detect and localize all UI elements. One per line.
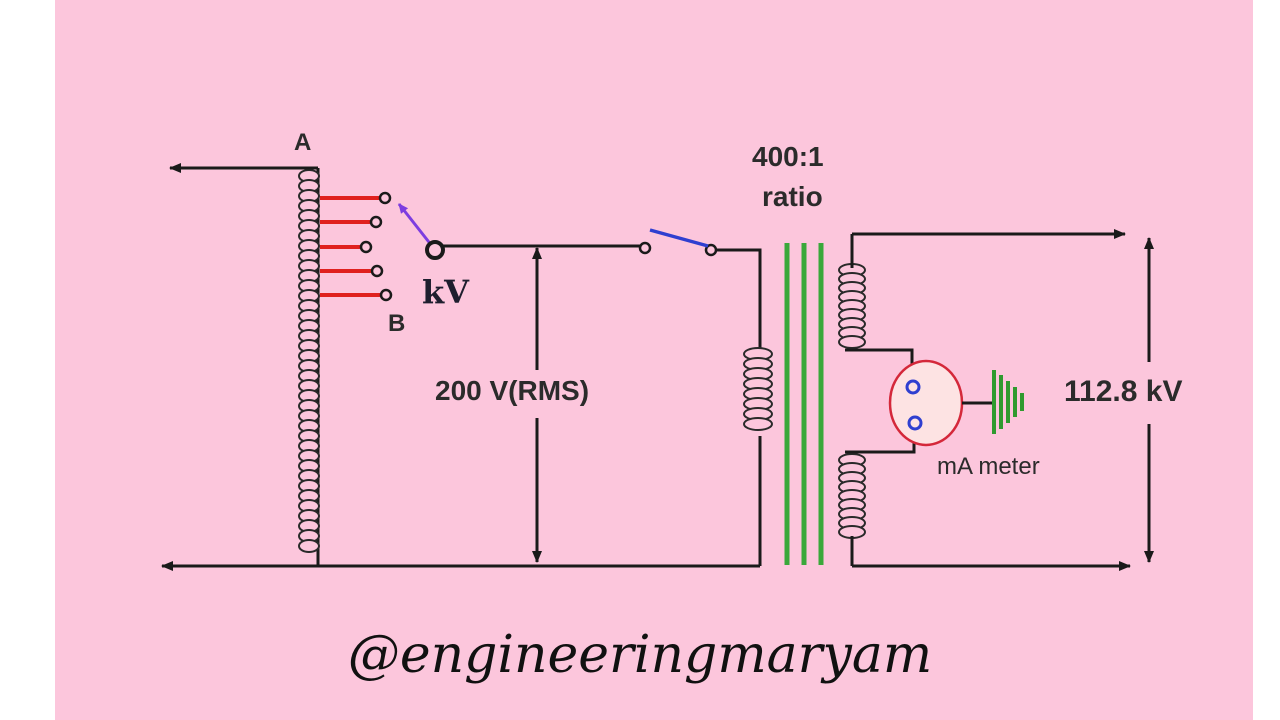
primary-coil-turn: [743, 417, 773, 431]
autotransformer-coil: [298, 168, 320, 566]
autotransformer-coil-turn: [298, 539, 320, 553]
meter-label: mA meter: [937, 453, 1040, 480]
tap-leads: [320, 191, 393, 302]
kv-tap-label: kV: [422, 273, 470, 311]
ratio-value-label: 400:1: [752, 141, 824, 172]
transformer-secondary-coil-bottom: [838, 453, 866, 539]
diagram-panel: [55, 0, 1253, 720]
ground-icon: [992, 370, 1024, 434]
transformer-secondary-coil-top: [838, 263, 866, 349]
terminal-b-label: B: [388, 310, 405, 337]
transformer-core: [784, 243, 824, 565]
tap-wiper[interactable]: [397, 203, 434, 247]
primary-voltage-label: 200 V(RMS): [435, 375, 589, 406]
tap-contact[interactable]: [378, 191, 392, 205]
output-voltage-label: 112.8 kV: [1064, 375, 1182, 408]
wiper-terminal: [425, 240, 445, 260]
tap-contact[interactable]: [370, 264, 384, 278]
terminal-a-label: A: [294, 129, 311, 156]
tap-contact[interactable]: [359, 240, 373, 254]
tap-contact[interactable]: [379, 288, 393, 302]
secondary-top-coil-turn: [838, 335, 866, 349]
watermark-text: @engineeringmaryam: [348, 625, 932, 685]
switch-contact-left: [638, 241, 652, 255]
tap-contact[interactable]: [369, 215, 383, 229]
switch-blade[interactable]: [649, 228, 709, 248]
ratio-word-label: ratio: [762, 181, 823, 212]
primary-wire-to-coil: [716, 248, 762, 348]
transformer-primary-coil: [743, 347, 773, 431]
ma-meter: [888, 359, 992, 447]
